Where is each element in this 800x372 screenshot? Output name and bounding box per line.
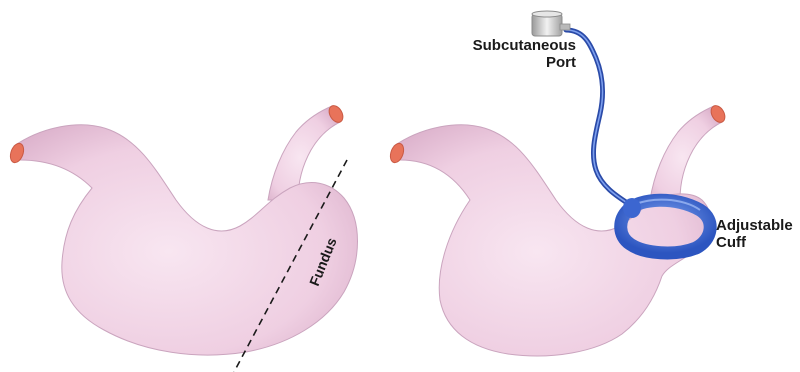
right-stomach-illustration	[388, 103, 728, 356]
port-label-line1: Subcutaneous	[456, 37, 576, 54]
subcutaneous-port-label: Subcutaneous Port	[456, 37, 576, 71]
port-label-line2: Port	[456, 54, 576, 71]
left-stomach-illustration	[8, 103, 358, 355]
cuff-label-line1: Adjustable	[716, 217, 800, 234]
adjustable-cuff-label: Adjustable Cuff	[716, 217, 800, 251]
cuff-label-line2: Cuff	[716, 234, 800, 251]
port-icon	[532, 11, 570, 36]
right-esophagus	[650, 106, 722, 200]
